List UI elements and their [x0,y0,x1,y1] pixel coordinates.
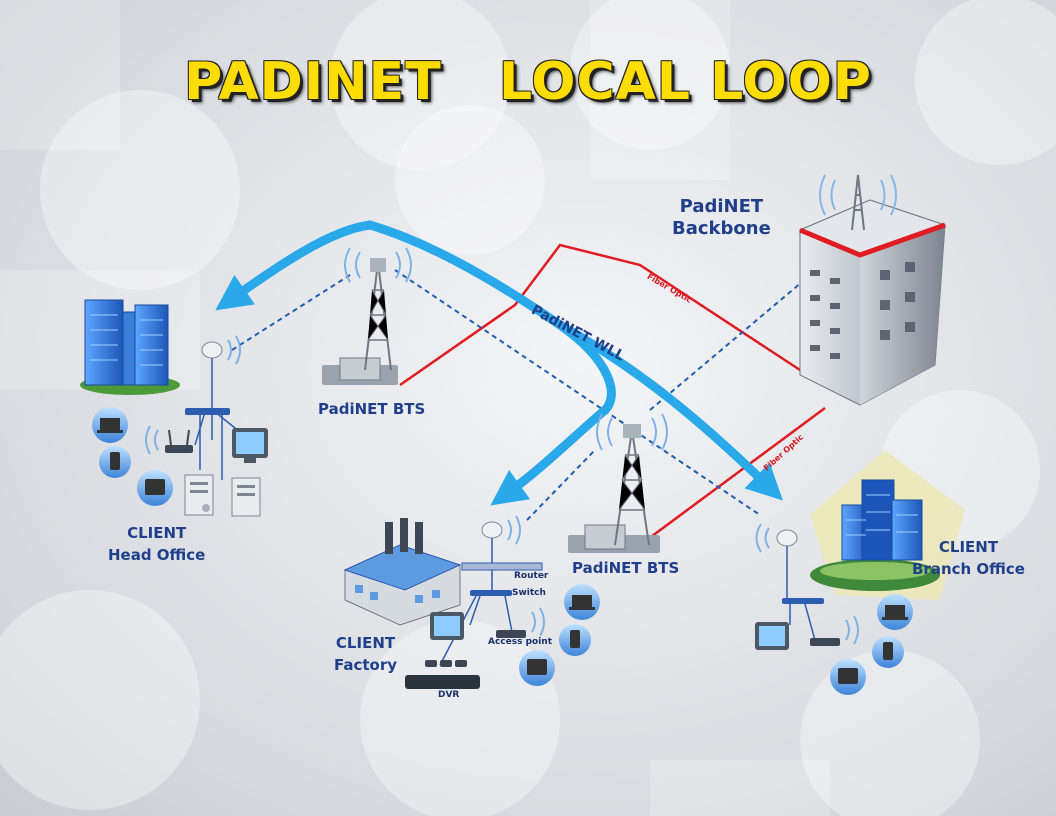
head-office-label: CLIENT Head Office [108,522,205,566]
branch-office-cluster [755,450,965,695]
tablet-icon [137,470,173,506]
router-icon [496,630,526,638]
head-office-label-line2: Head Office [108,546,206,564]
factory-label-line2: Factory [334,656,398,674]
wll-arrows [215,220,783,506]
fiber-optic-links [399,243,826,547]
switch-icon [782,598,824,604]
antenna-icon [481,521,503,565]
branch-office-label: CLIENT Branch Office [912,536,1025,580]
bts-left-tower-icon [322,247,412,385]
server-icon [184,474,214,516]
backbone-label-line2: Backbone [672,218,771,239]
backbone-label-line1: PadiNET [679,196,764,217]
monitor-icon [430,612,464,640]
laptop-icon [877,594,913,630]
cell-tower-icon [851,174,865,231]
factory-icon [343,518,462,626]
router-label: Router [514,571,549,581]
smartphone-icon [559,624,591,656]
laptop-icon [92,407,128,443]
branch-office-label-line2: Branch Office [912,560,1025,578]
bts-center-label: PadiNET BTS [572,559,680,577]
backbone-building-icon [798,174,947,406]
head-office-cluster [80,299,268,517]
antenna-icon [776,529,798,600]
monitor-icon [755,622,789,650]
monitor-icon [232,428,268,463]
signal-waves-icon [227,335,241,365]
switch-icon [470,590,512,596]
backbone-label: PadiNET Backbone [672,196,771,240]
page-title: PADINET LOCAL LOOP [184,52,872,112]
router-icon [810,638,840,646]
switch-label: Switch [512,588,546,598]
tablet-icon [519,650,555,686]
radio-links [231,249,841,521]
cctv-camera-icon [425,660,467,667]
bts-center-tower-icon [568,413,668,553]
office-building-icon [80,299,180,395]
server-icon [231,477,261,517]
router-icon [461,562,543,571]
dvr-label: DVR [438,690,460,700]
dvr-icon [405,675,480,689]
office-building-icon [841,479,923,561]
factory-label-line1: CLIENT [335,634,396,652]
laptop-icon [564,584,600,620]
smartphone-icon [99,446,131,478]
factory-cluster [343,515,600,689]
factory-label: CLIENT Factory [334,632,397,676]
bts-left-label: PadiNET BTS [318,400,426,418]
router-icon [165,429,193,453]
tablet-icon [830,659,866,695]
antenna-icon [201,341,223,410]
smartphone-icon [872,636,904,668]
switch-icon [185,408,230,415]
branch-office-label-line1: CLIENT [938,538,999,556]
head-office-label-line1: CLIENT [127,524,187,542]
signal-waves-icon [819,174,897,216]
access-point-label: Access point [488,637,553,647]
